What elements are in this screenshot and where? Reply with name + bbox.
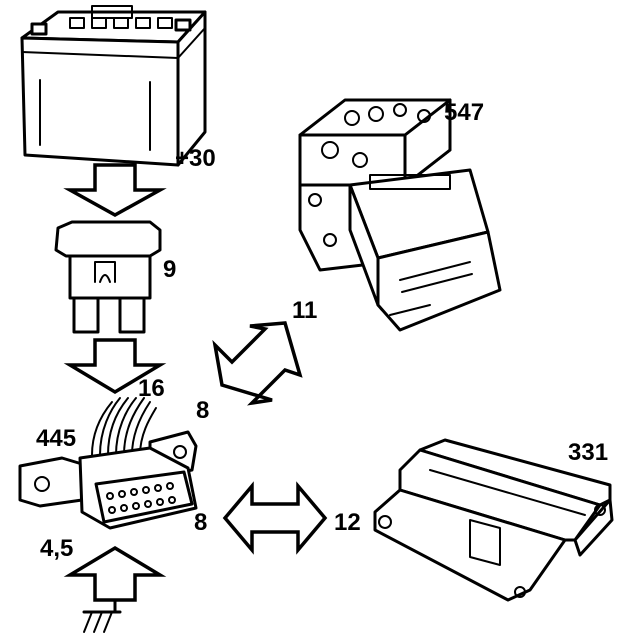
battery-icon <box>20 5 207 167</box>
connector-wire-c-label: 8 <box>194 509 207 536</box>
abs-unit-label: 547 <box>444 99 484 126</box>
up-arrow-icon <box>63 545 167 602</box>
bidirectional-arrow-icon <box>222 481 328 555</box>
diagnostic-connector-icon <box>18 397 198 530</box>
abs-wire-label: 11 <box>292 297 317 324</box>
airbag-unit-label: 331 <box>568 439 608 466</box>
ground-pins-label: 4,5 <box>40 535 73 562</box>
down-arrow-icon <box>63 163 167 218</box>
connector-wire-a-label: 16 <box>138 375 165 402</box>
airbag-wire-label: 12 <box>334 509 361 536</box>
fuse-icon <box>54 220 162 334</box>
bidirectional-arrow-icon <box>212 321 303 406</box>
fuse-label: 9 <box>163 256 176 283</box>
down-arrow-icon <box>63 338 167 395</box>
connector-label: 445 <box>36 425 76 452</box>
connector-wire-b-label: 8 <box>196 397 209 424</box>
airbag-unit-icon <box>373 438 614 602</box>
ground-symbol-icon <box>82 598 122 633</box>
abs-unit-icon <box>298 98 502 332</box>
battery-terminal-label: +30 <box>175 145 216 172</box>
